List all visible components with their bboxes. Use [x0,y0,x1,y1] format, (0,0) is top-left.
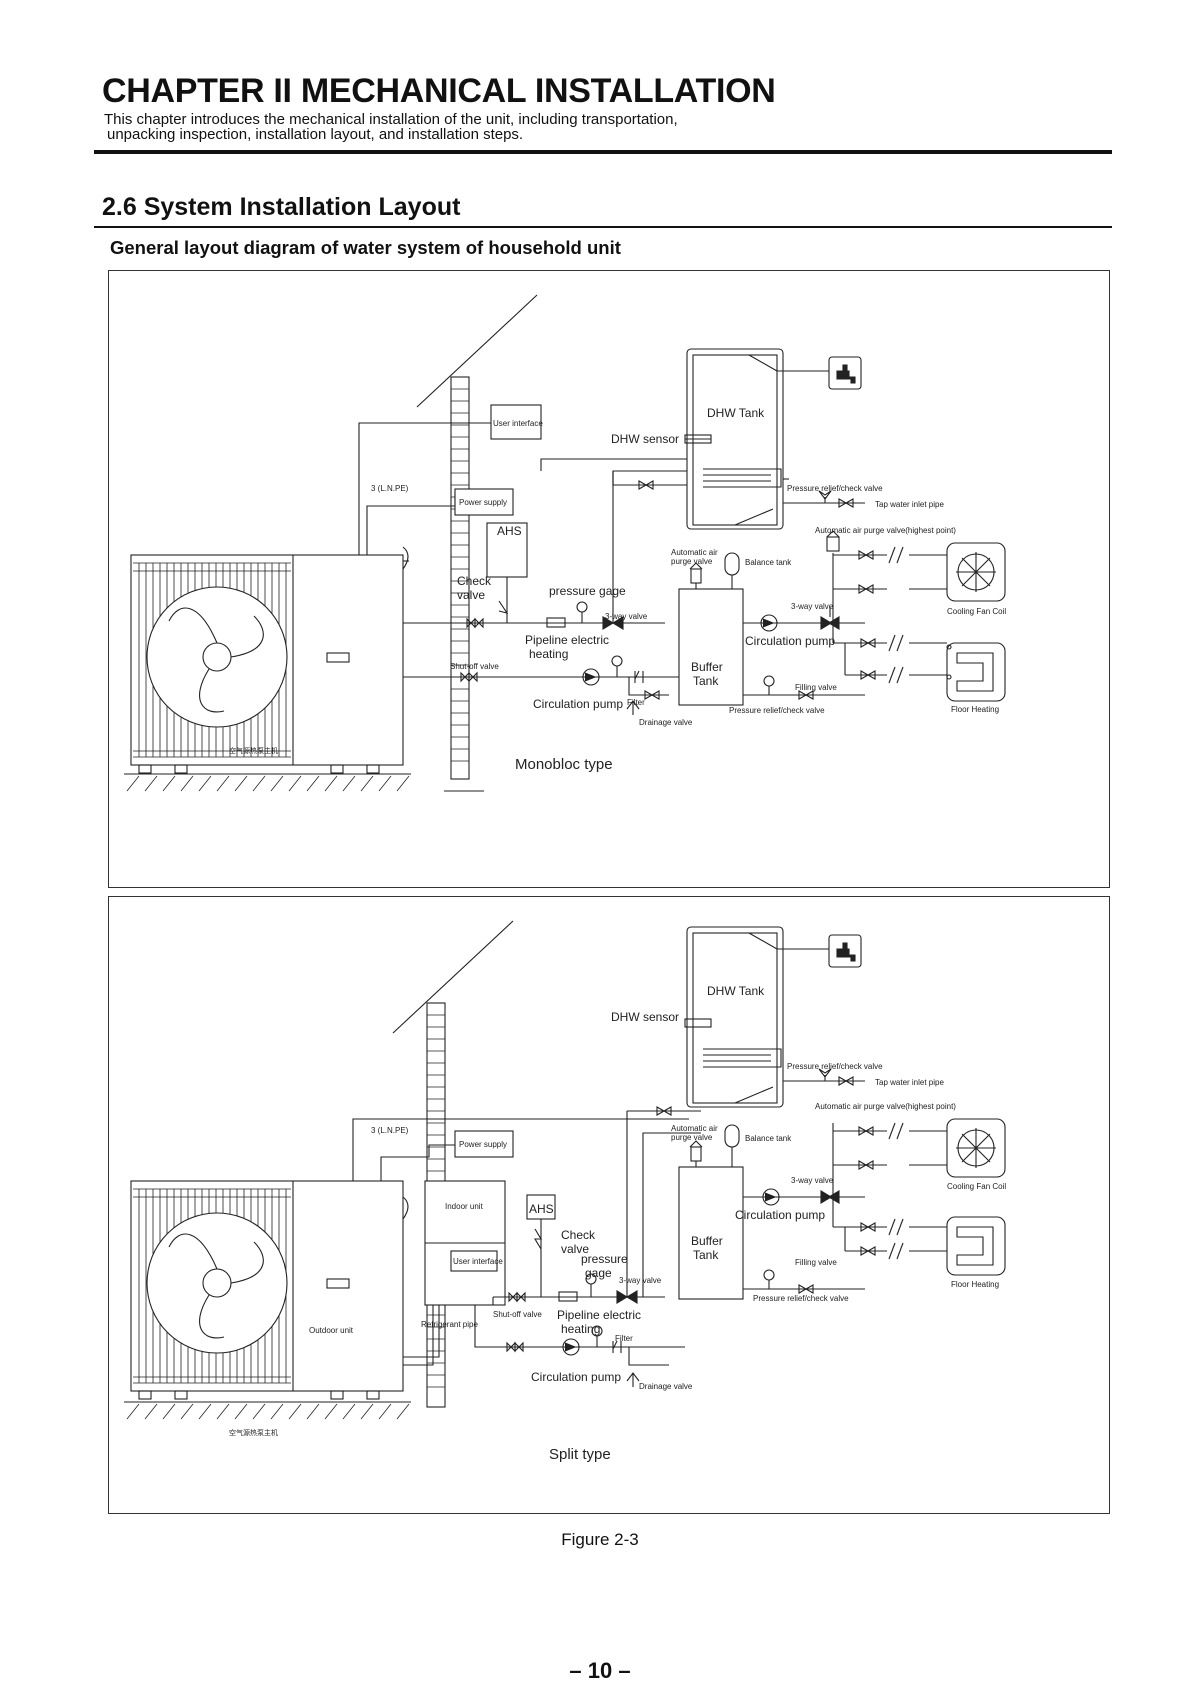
label-three-way-valve-right: 3-way valve [791,1176,834,1185]
label-check-valve-1: Check [561,1228,596,1242]
label-auto-air-purge-2: purge valve [671,1133,713,1142]
label-drainage-valve: Drainage valve [639,1382,693,1391]
label-circulation-pump-right: Circulation pump [735,1208,825,1222]
label-floor-heating: Floor Heating [951,1280,999,1289]
label-buffer-tank-1: Buffer [691,1234,723,1248]
label-pressure-gage: pressure gage [549,584,626,598]
split-diagram-panel: 3 (L.N.PE) Power supply Indoor unit User… [108,896,1110,1514]
monobloc-diagram: User interface 3 (L.N.PE) Power supply S… [124,294,1006,792]
caption-monobloc: Monobloc type [515,756,613,773]
label-wiring: 3 (L.N.PE) [371,484,409,493]
label-auto-air-purge-1: Automatic air [671,548,718,557]
label-pipeline-heating-1: Pipeline electric [525,633,609,647]
label-indoor-unit: Indoor unit [445,1202,484,1211]
label-pressure-relief-bottom: Pressure relief/check valve [729,706,825,715]
label-buffer-tank-2: Tank [693,674,719,688]
label-shutoff-valve: Shut-off valve [450,662,499,671]
label-power-supply: Power supply [459,1140,507,1149]
label-circulation-pump-bottom: Circulation pump [533,697,623,711]
label-refrigerant-pipe: Refrigerant pipe [421,1320,478,1329]
label-buffer-tank-2: Tank [693,1248,719,1262]
label-filter: Filter [615,1334,633,1343]
label-dhw-tank: DHW Tank [707,984,765,998]
label-buffer-tank-1: Buffer [691,660,723,674]
label-three-way-valve-left: 3-way valve [619,1276,662,1285]
label-floor-heating: Floor Heating [951,705,999,714]
label-check-valve-2: valve [457,588,485,602]
label-pipeline-heating-1: Pipeline electric [557,1308,641,1322]
label-outdoor-unit: Outdoor unit [309,1326,354,1335]
label-unit-cn: 空气源热泵主机 [229,746,278,755]
label-tap-water-inlet: Tap water inlet pipe [875,1078,944,1087]
label-dhw-sensor: DHW sensor [611,432,679,446]
intro-line-2: unpacking inspection, installation layou… [107,126,524,143]
label-auto-air-purge-highest: Automatic air purge valve(highest point) [815,526,956,535]
label-drainage-valve: Drainage valve [639,718,693,727]
label-check-valve-2: valve [561,1242,589,1256]
label-unit-cn: 空气源热泵主机 [229,1428,278,1437]
label-pipeline-heating-2: heating [561,1322,600,1336]
label-user-interface: User interface [493,419,543,428]
label-check-valve-1: Check [457,574,492,588]
label-filter: Filter [627,698,645,707]
section-title: 2.6 System Installation Layout [102,193,461,221]
label-cooling-fan-coil: Cooling Fan Coil [947,1182,1006,1191]
label-circulation-pump-right: Circulation pump [745,634,835,648]
page-number: – 10 – [569,1658,631,1683]
label-ahs: AHS [529,1202,554,1216]
monobloc-diagram-panel: User interface 3 (L.N.PE) Power supply S… [108,270,1110,888]
label-three-way-valve-right: 3-way valve [791,602,834,611]
caption-split: Split type [549,1446,611,1463]
chapter-intro: This chapter introduces the mechanical i… [104,112,678,142]
intro-line-1: This chapter introduces the mechanical i… [104,111,678,128]
label-auto-air-purge-2: purge valve [671,557,713,566]
label-ahs: AHS [497,524,522,538]
label-circulation-pump-bottom: Circulation pump [531,1370,621,1384]
section-rule [94,226,1112,228]
label-auto-air-purge-highest: Automatic air purge valve(highest point) [815,1102,956,1111]
label-pressure-relief-top: Pressure relief/check valve [787,1062,883,1071]
label-pressure-relief-bottom: Pressure relief/check valve [753,1294,849,1303]
label-pressure-relief-top: Pressure relief/check valve [787,484,883,493]
label-shutoff-valve: Shut-off valve [493,1310,542,1319]
label-pressure-gage-2: gage [585,1266,612,1280]
label-power-supply: Power supply [459,498,507,507]
label-balance-tank: Balance tank [745,558,792,567]
label-auto-air-purge-1: Automatic air [671,1124,718,1133]
label-three-way-valve-left: 3-way valve [605,612,648,621]
label-filling-valve: Filling valve [795,1258,837,1267]
header-rule [94,150,1112,154]
label-user-interface: User interface [453,1257,503,1266]
split-diagram: 3 (L.N.PE) Power supply Indoor unit User… [124,920,1006,1463]
label-wiring: 3 (L.N.PE) [371,1126,409,1135]
label-tap-water-inlet: Tap water inlet pipe [875,500,944,509]
label-dhw-tank: DHW Tank [707,406,765,420]
section-subtitle: General layout diagram of water system o… [110,237,621,258]
label-pressure-gage-1: pressure [581,1252,628,1266]
label-balance-tank: Balance tank [745,1134,792,1143]
label-pipeline-heating-2: heating [529,647,568,661]
figure-caption: Figure 2-3 [561,1530,639,1549]
label-dhw-sensor: DHW sensor [611,1010,679,1024]
label-filling-valve: Filling valve [795,683,837,692]
label-cooling-fan-coil: Cooling Fan Coil [947,607,1006,616]
chapter-title: CHAPTER II MECHANICAL INSTALLATION [102,72,776,110]
